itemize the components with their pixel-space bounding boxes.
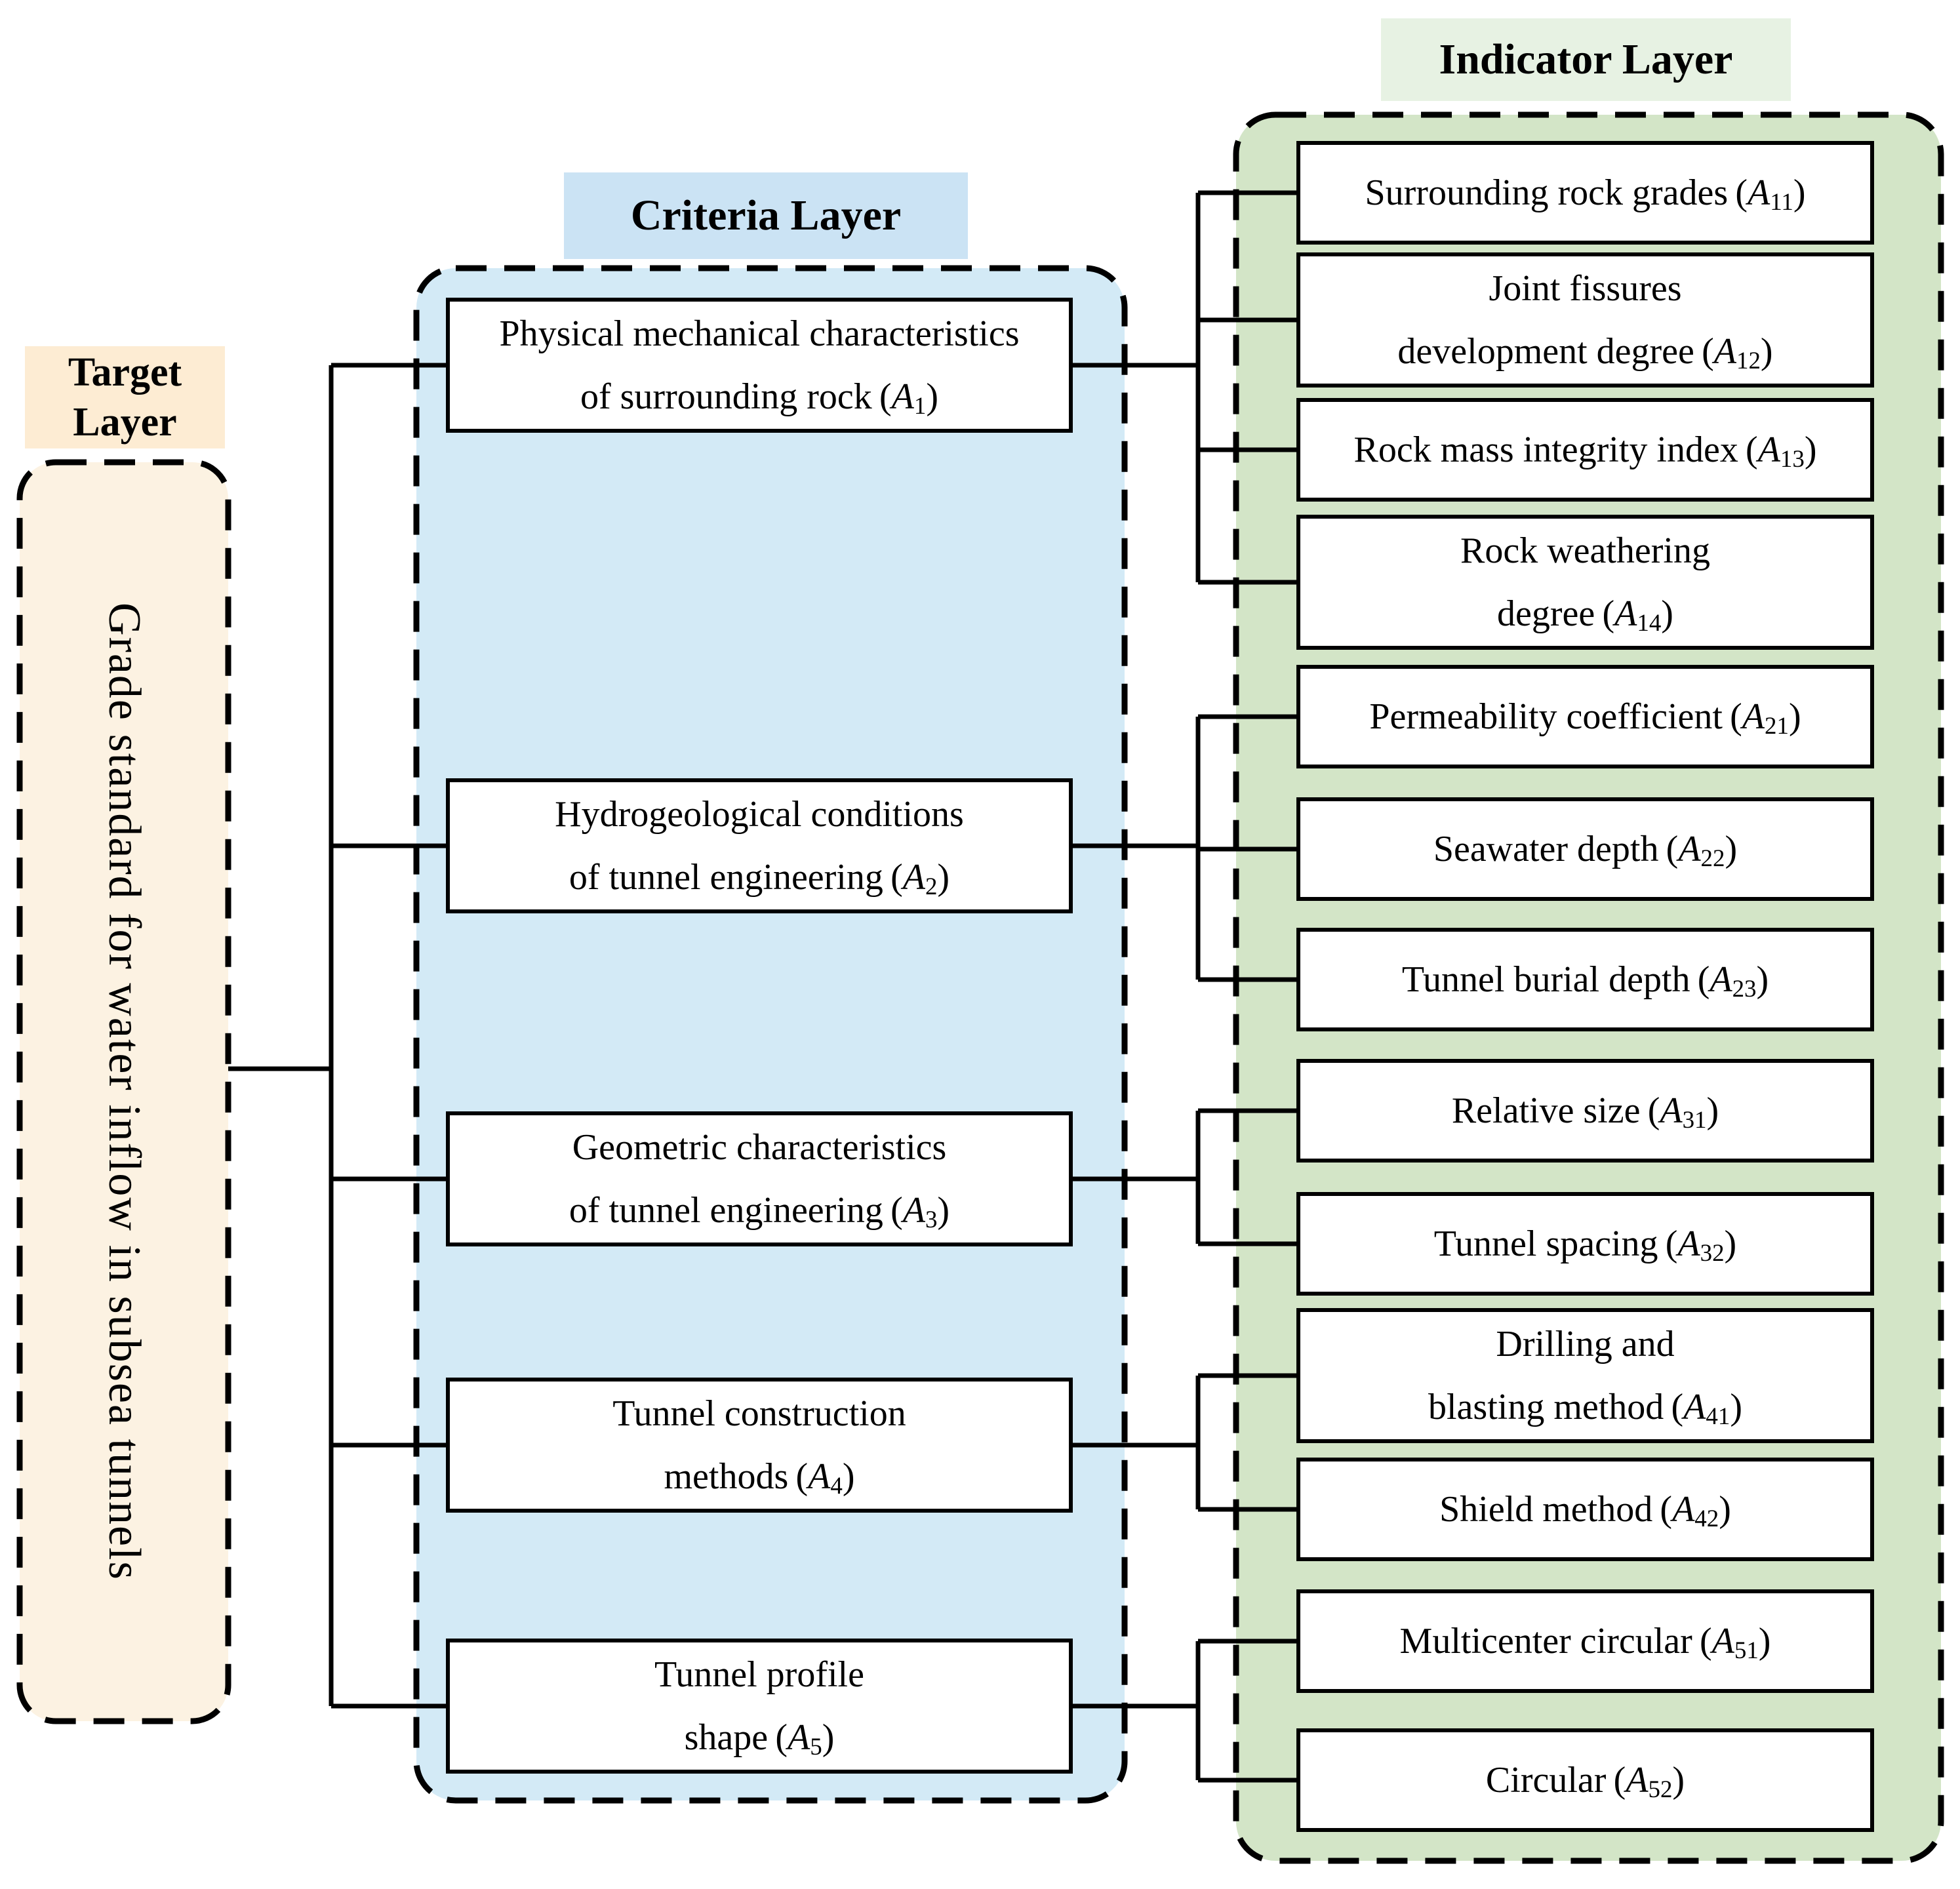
indicator-layer-title-text: Indicator Layer (1439, 35, 1733, 83)
criteria-layer-container (413, 265, 1128, 1804)
indicator-box-A12: Joint fissures development degree (A12) (1296, 252, 1874, 388)
criteria-box-A2: Hydrogeological conditions of tunnel engi… (446, 778, 1073, 913)
box-text-line: blasting method (A41) (1428, 1387, 1742, 1430)
box-text-line: of surrounding rock (A1) (580, 376, 939, 420)
criteria-box-A5: Tunnel profile shape (A5) (446, 1639, 1073, 1774)
indicator-layer-title: Indicator Layer (1381, 18, 1791, 101)
target-layer-container (16, 459, 231, 1724)
box-text-line: of tunnel engineering (A3) (569, 1190, 950, 1233)
indicator-box-A13: Rock mass integrity index (A13) (1296, 398, 1874, 502)
indicator-box-A21: Permeability coefficient (A21) (1296, 665, 1874, 768)
box-text-line: Relative size (A31) (1451, 1090, 1719, 1134)
box-text-line: methods (A4) (664, 1456, 855, 1500)
box-text-line: Tunnel burial depth (A23) (1401, 959, 1769, 1003)
criteria-box-A1: Physical mechanical characteristics of su… (446, 298, 1073, 433)
criteria-layer-title: Criteria Layer (564, 172, 968, 259)
indicator-box-A14: Rock weathering degree (A14) (1296, 515, 1874, 650)
criteria-box-A3: Geometric characteristics of tunnel engin… (446, 1111, 1073, 1246)
indicator-box-A41: Drilling and blasting method (A41) (1296, 1308, 1874, 1443)
box-text-line: Rock weathering (1460, 530, 1710, 571)
box-text-line: Shield method (A42) (1439, 1489, 1731, 1532)
box-text-line: Physical mechanical characteristics (499, 313, 1020, 354)
indicator-box-A52: Circular (A52) (1296, 1728, 1874, 1832)
box-text-line: Tunnel spacing (A32) (1433, 1223, 1737, 1267)
box-text-line: development degree (A12) (1397, 331, 1773, 374)
box-text-line: Multicenter circular (A51) (1399, 1621, 1771, 1664)
indicator-box-A51: Multicenter circular (A51) (1296, 1589, 1874, 1693)
box-text-line: Drilling and (1496, 1324, 1675, 1364)
indicator-box-A31: Relative size (A31) (1296, 1059, 1874, 1163)
box-text-line: Seawater depth (A22) (1433, 829, 1738, 872)
criteria-box-A4: Tunnel construction methods (A4) (446, 1378, 1073, 1513)
box-text-line: degree (A14) (1497, 593, 1673, 637)
indicator-box-A23: Tunnel burial depth (A23) (1296, 928, 1874, 1031)
target-goal-text: Grade standard for water inflow in subse… (99, 603, 150, 1581)
box-text-line: Hydrogeological conditions (555, 794, 964, 835)
box-text-line: Tunnel profile (654, 1654, 864, 1695)
box-text-line: of tunnel engineering (A2) (569, 857, 950, 900)
tree-connectors (228, 190, 1299, 1783)
target-layer-title-line1: Target (68, 350, 182, 395)
box-text-line: Rock mass integrity index (A13) (1353, 429, 1817, 473)
box-text-line: Joint fissures (1489, 268, 1682, 309)
box-text-line: Surrounding rock grades (A11) (1365, 172, 1806, 216)
box-text-line: Circular (A52) (1485, 1760, 1685, 1803)
indicator-box-A22: Seawater depth (A22) (1296, 797, 1874, 901)
box-text-line: Geometric characteristics (572, 1127, 947, 1168)
criteria-layer-title-text: Criteria Layer (630, 191, 902, 239)
indicator-box-A32: Tunnel spacing (A32) (1296, 1192, 1874, 1296)
indicator-box-A11: Surrounding rock grades (A11) (1296, 141, 1874, 245)
box-text-line: Tunnel construction (612, 1393, 906, 1434)
target-layer-title: Target Layer (25, 346, 225, 448)
box-text-line: Permeability coefficient (A21) (1369, 696, 1801, 740)
indicator-box-A42: Shield method (A42) (1296, 1458, 1874, 1561)
target-layer-title-line2: Layer (73, 400, 177, 445)
box-text-line: shape (A5) (684, 1717, 835, 1760)
